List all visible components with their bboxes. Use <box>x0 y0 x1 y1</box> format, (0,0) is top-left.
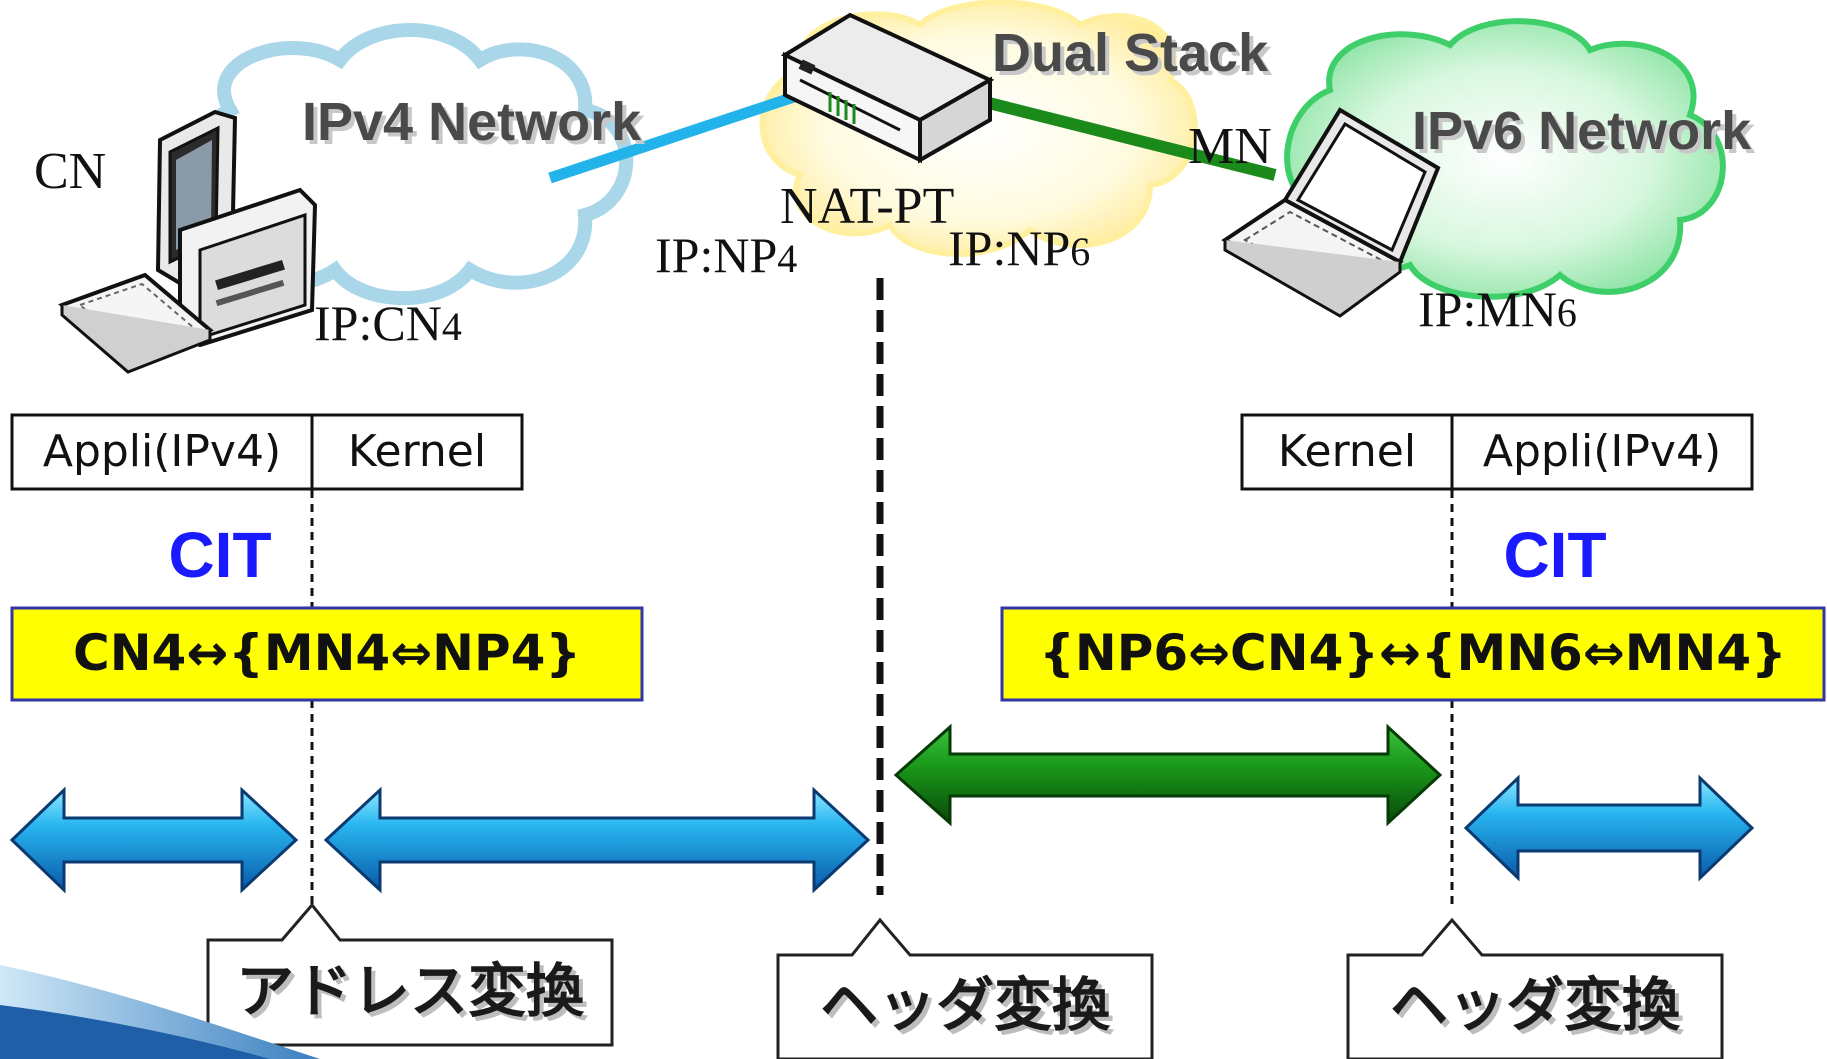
cn-ip-subscript: 4 <box>442 304 462 349</box>
left-mapping: CN4↔{MN4⇔NP4} <box>10 606 644 702</box>
green-double-arrow <box>893 723 1443 827</box>
right-stack-app: Appli(IPv4) <box>1483 426 1721 477</box>
blue-double-arrow-right-app <box>1463 774 1755 882</box>
mn-label: MN <box>1188 118 1272 175</box>
mn-ip-subscript: 6 <box>1557 290 1577 335</box>
ipv6-cloud-title-shadow: IPv6 Network <box>1416 105 1756 165</box>
ipv4-cloud-title: IPv4 Network <box>302 92 642 152</box>
left-cit-label: CIT <box>168 519 271 591</box>
natpt-ip6-subscript: 6 <box>1070 229 1090 274</box>
natpt-ip4-text: IP:NP <box>655 227 777 283</box>
ipv6-link <box>983 96 1277 181</box>
center-callout: ヘッダ変換 ヘッダ変換 <box>776 917 1154 1059</box>
dual-stack-title-shadow: Dual Stack <box>996 27 1273 87</box>
ipv6-cloud-title: IPv6 Network <box>1412 101 1752 161</box>
blue-double-arrow-kernel <box>323 786 871 894</box>
natpt-ip4-subscript: 4 <box>777 236 797 281</box>
left-callout-text-shadow: アドレス変換 <box>240 961 589 1029</box>
natpt-ip4-label: IP:NP4 <box>655 227 797 283</box>
right-stack: Kernel Appli(IPv4) <box>1240 413 1754 491</box>
left-mapping-text: CN4↔{MN4⇔NP4} <box>73 624 581 682</box>
left-stack: Appli(IPv4) Kernel <box>10 413 524 491</box>
right-callout: ヘッダ変換 ヘッダ変換 <box>1346 917 1724 1059</box>
blue-double-arrow-app <box>9 786 299 894</box>
laptop-icon <box>1221 107 1441 318</box>
ipv4-link <box>548 89 802 184</box>
dual-stack-title: Dual Stack <box>992 23 1269 83</box>
cn-ip-label: IP:CN4 <box>314 295 462 351</box>
mn-ip-text: IP:MN <box>1418 281 1557 337</box>
right-stack-kernel: Kernel <box>1278 426 1416 477</box>
left-callout: アドレス変換 アドレス変換 <box>206 902 614 1047</box>
right-mapping: {NP6⇔CN4}↔{MN6⇔MN4} <box>1000 606 1826 702</box>
left-stack-app: Appli(IPv4) <box>43 426 281 477</box>
cn-label: CN <box>34 143 106 200</box>
right-callout-text: ヘッダ変換 <box>1390 971 1681 1039</box>
desktop-computer-icon <box>58 109 318 374</box>
cn-ip-text: IP:CN <box>314 295 442 351</box>
natpt-ip6-label: IP:NP6 <box>948 220 1090 276</box>
left-stack-kernel: Kernel <box>348 426 486 477</box>
mn-ip-label: IP:MN6 <box>1418 281 1577 337</box>
center-callout-text-shadow: ヘッダ変換 <box>824 975 1115 1043</box>
right-mapping-text: {NP6⇔CN4}↔{MN6⇔MN4} <box>1039 624 1786 682</box>
ipv4-cloud-title-shadow: IPv4 Network <box>306 96 646 156</box>
left-callout-text: アドレス変換 <box>236 957 585 1025</box>
right-cit-label: CIT <box>1503 519 1606 591</box>
center-callout-text: ヘッダ変換 <box>820 971 1111 1039</box>
natpt-label: NAT-PT <box>780 178 954 235</box>
right-callout-text-shadow: ヘッダ変換 <box>1394 975 1685 1043</box>
router-icon <box>780 12 995 164</box>
natpt-ip6-text: IP:NP <box>948 220 1070 276</box>
corner-decoration <box>0 965 320 1059</box>
